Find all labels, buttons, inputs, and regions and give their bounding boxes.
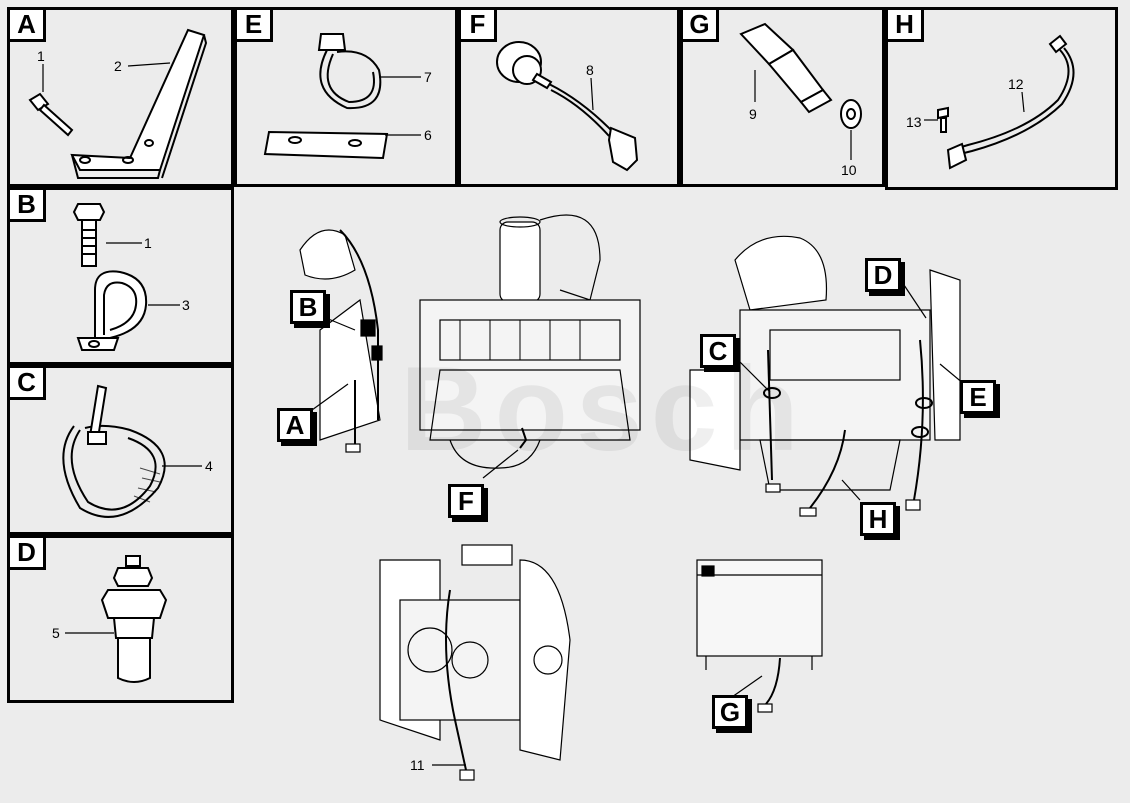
callout-10: 10 xyxy=(841,162,857,178)
panel-d-tag: D xyxy=(10,538,46,570)
tag-b: B xyxy=(290,290,326,324)
tag-d: D xyxy=(865,258,901,292)
callout-4: 4 xyxy=(205,458,213,474)
panel-g-tag: G xyxy=(683,10,719,42)
panel-e-tag: E xyxy=(237,10,273,42)
panel-c-drawing xyxy=(62,384,202,518)
panel-a-drawing xyxy=(28,28,208,179)
panel-a: A 1 2 xyxy=(7,7,234,187)
callout-2: 2 xyxy=(114,58,122,74)
panel-a-tag: A xyxy=(10,10,46,42)
panel-b-tag: B xyxy=(10,190,46,222)
panel-h: H 12 13 xyxy=(885,7,1118,190)
panel-h-drawing xyxy=(924,34,1075,170)
engine-right xyxy=(689,235,961,517)
engine-bottom xyxy=(379,544,571,781)
callout-1b: 1 xyxy=(144,235,152,251)
tag-h: H xyxy=(860,502,896,536)
panel-e: E 7 6 xyxy=(234,7,458,187)
tag-e: E xyxy=(960,380,996,414)
callout-8: 8 xyxy=(586,62,594,78)
panel-g-drawing xyxy=(739,22,862,160)
tag-g: G xyxy=(712,695,748,729)
panel-c-tag: C xyxy=(10,368,46,400)
callout-7: 7 xyxy=(424,69,432,85)
tag-f: F xyxy=(448,484,484,518)
engine-left xyxy=(299,214,641,469)
panel-f-drawing xyxy=(496,41,639,172)
tag-c: C xyxy=(700,334,736,368)
callout-5: 5 xyxy=(52,625,60,641)
panel-e-drawing xyxy=(263,33,421,160)
panel-f: F 8 xyxy=(458,7,680,187)
callout-12: 12 xyxy=(1008,76,1024,92)
tag-a: A xyxy=(277,408,313,442)
callout-1: 1 xyxy=(37,48,45,64)
panel-c: C 4 xyxy=(7,365,234,535)
panel-h-tag: H xyxy=(888,10,924,42)
watermark: Bosch xyxy=(400,342,807,476)
panel-g: G 9 10 xyxy=(680,7,885,187)
panel-b: B 1 3 xyxy=(7,187,234,365)
panel-b-drawing xyxy=(72,203,180,351)
panel-f-tag: F xyxy=(461,10,497,42)
panel-d-drawing xyxy=(65,555,168,683)
callout-11: 11 xyxy=(410,757,425,773)
panel-d: D 5 xyxy=(7,535,234,703)
callout-13: 13 xyxy=(906,114,922,130)
callout-6: 6 xyxy=(424,127,432,143)
callout-9: 9 xyxy=(749,106,757,122)
callout-3: 3 xyxy=(182,297,190,313)
module-box xyxy=(696,559,823,713)
